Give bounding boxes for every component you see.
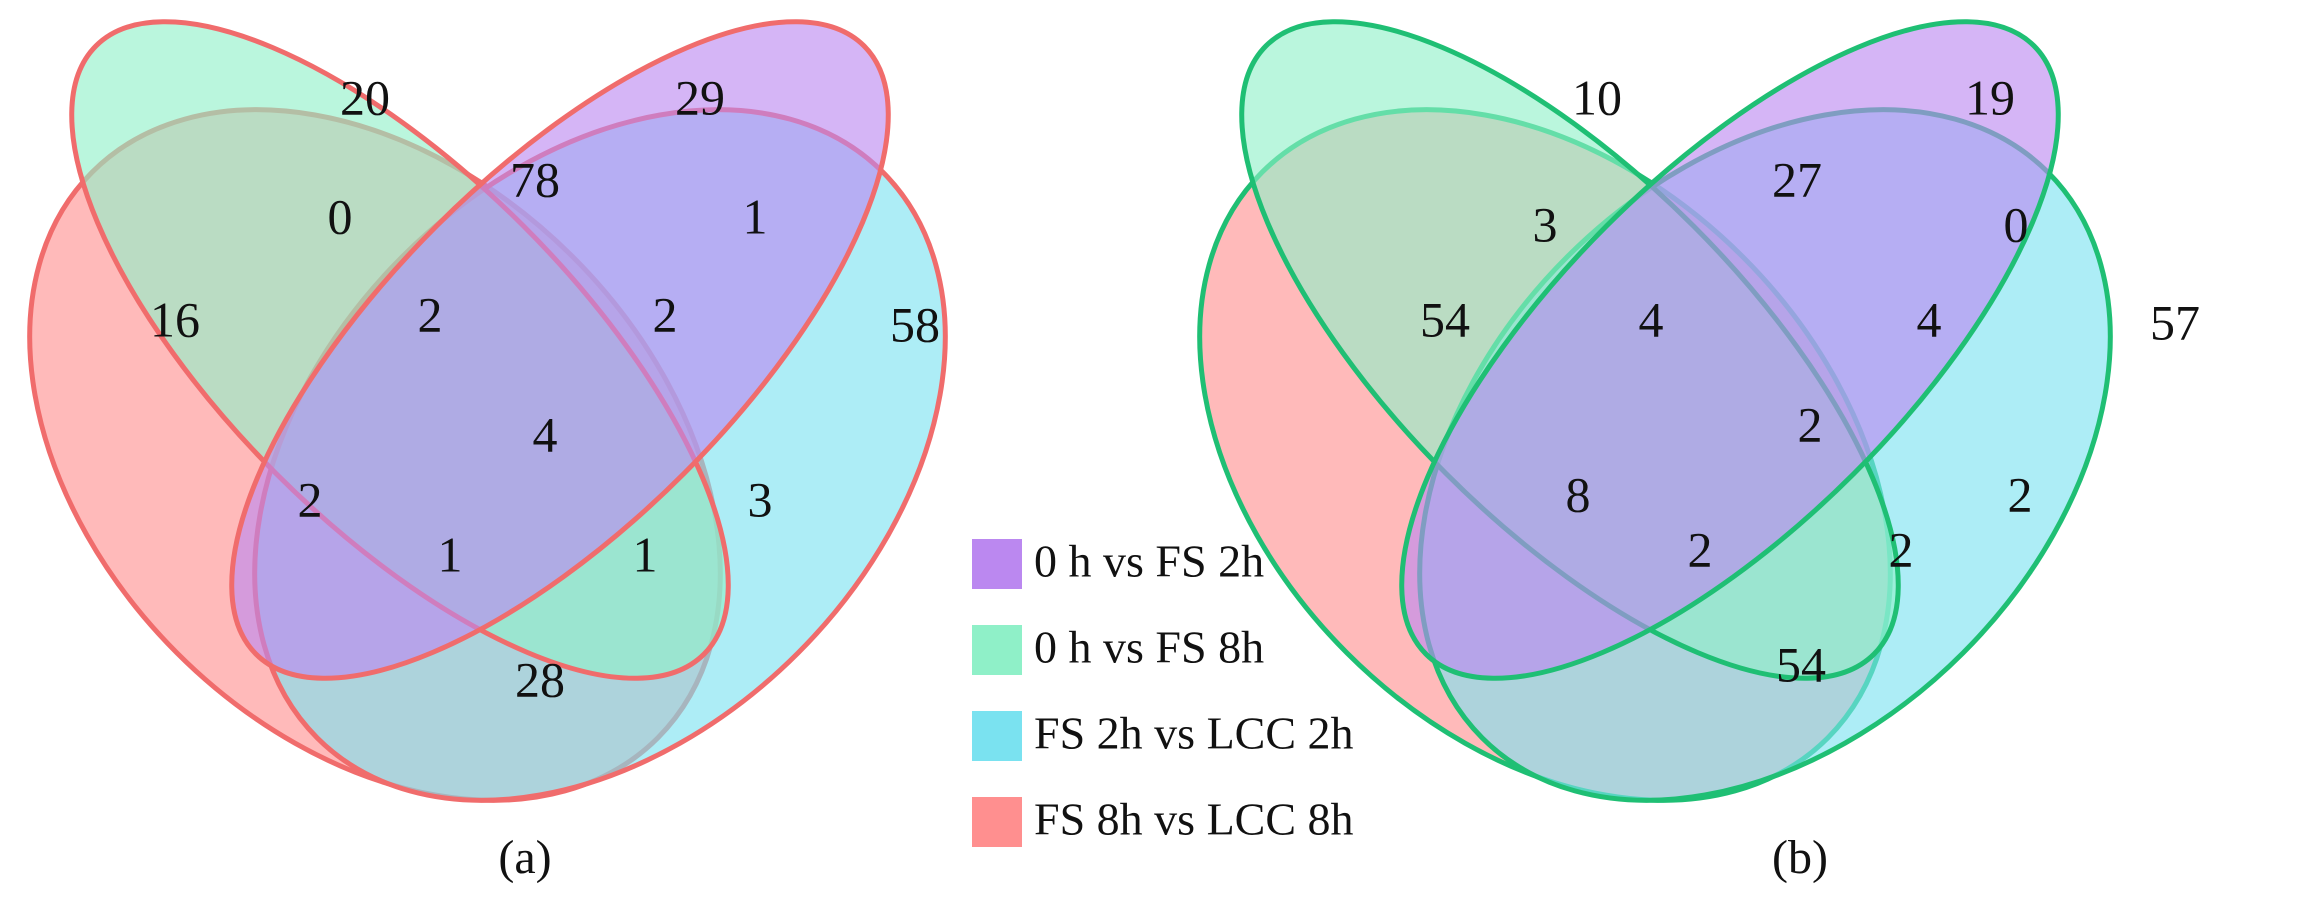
count-fs8lcc8-0hfs8: 0 (328, 188, 353, 244)
count-0hfs8-fs2lcc2: 3 (748, 471, 773, 527)
count-all-four: 4 (533, 406, 558, 462)
count-0hfs8-0hfs2-fs2lcc2: 4 (1917, 291, 1942, 347)
count-only-fs2-lcc2: 58 (890, 296, 940, 352)
count-only-fs8-lcc8: 54 (1420, 291, 1470, 347)
count-0hfs2-fs2lcc2: 0 (2004, 196, 2029, 252)
legend-swatch (972, 797, 1022, 847)
count-fs8lcc8-0hfs8-fs2lcc2: 1 (633, 526, 658, 582)
legend-label: FS 2h vs LCC 2h (1034, 708, 1354, 759)
legend-label: 0 h vs FS 2h (1034, 536, 1264, 587)
count-fs8lcc8-fs2lcc2: 54 (1776, 636, 1826, 692)
legend-swatch (972, 539, 1022, 589)
count-fs8lcc8-0hfs8-0hfs2: 2 (418, 286, 443, 342)
count-0hfs8-0hfs2-fs2lcc2: 2 (653, 286, 678, 342)
venn-panel-b: 54 10 19 57 3 27 0 4 4 2 8 2 2 2 54 (b) (1197, 19, 2200, 884)
legend-label: 0 h vs FS 8h (1034, 622, 1264, 673)
count-only-0h-fs2: 29 (675, 69, 725, 125)
panel-caption-b: (b) (1772, 831, 1828, 884)
count-fs8lcc8-0hfs8-fs2lcc2: 2 (1889, 521, 1914, 577)
count-fs8lcc8-0hfs2: 2 (298, 471, 323, 527)
legend-swatch (972, 625, 1022, 675)
count-fs8lcc8-0hfs8: 3 (1533, 196, 1558, 252)
count-fs8lcc8-0hfs2-fs2lcc2: 1 (438, 526, 463, 582)
count-0hfs8-0hfs2: 78 (510, 151, 560, 207)
count-fs8lcc8-0hfs8-0hfs2: 4 (1639, 291, 1664, 347)
legend-label: FS 8h vs LCC 8h (1034, 794, 1354, 845)
count-fs8lcc8-0hfs2: 8 (1566, 466, 1591, 522)
count-only-fs2-lcc2: 57 (2150, 294, 2200, 350)
set-ellipse-0h-fs2 (1399, 19, 2061, 681)
count-only-fs8-lcc8: 16 (150, 291, 200, 347)
count-0hfs8-fs2lcc2: 2 (2008, 466, 2033, 522)
count-fs8lcc8-fs2lcc2: 28 (515, 651, 565, 707)
count-only-0h-fs8: 20 (340, 69, 390, 125)
venn-panel-a: 16 20 29 58 0 78 1 2 2 4 2 3 1 1 28 (a) (27, 19, 948, 884)
count-fs8lcc8-0hfs2-fs2lcc2: 2 (1688, 521, 1713, 577)
set-ellipse-0h-fs2 (229, 19, 891, 681)
count-only-0h-fs2: 19 (1965, 69, 2015, 125)
legend-swatch (972, 711, 1022, 761)
count-0hfs8-0hfs2: 27 (1772, 151, 1822, 207)
panel-caption-a: (a) (498, 831, 551, 884)
count-only-0h-fs8: 10 (1572, 69, 1622, 125)
legend: 0 h vs FS 2h 0 h vs FS 8h FS 2h vs LCC 2… (972, 536, 1354, 847)
count-all-four: 2 (1798, 396, 1823, 452)
count-0hfs2-fs2lcc2: 1 (743, 188, 768, 244)
